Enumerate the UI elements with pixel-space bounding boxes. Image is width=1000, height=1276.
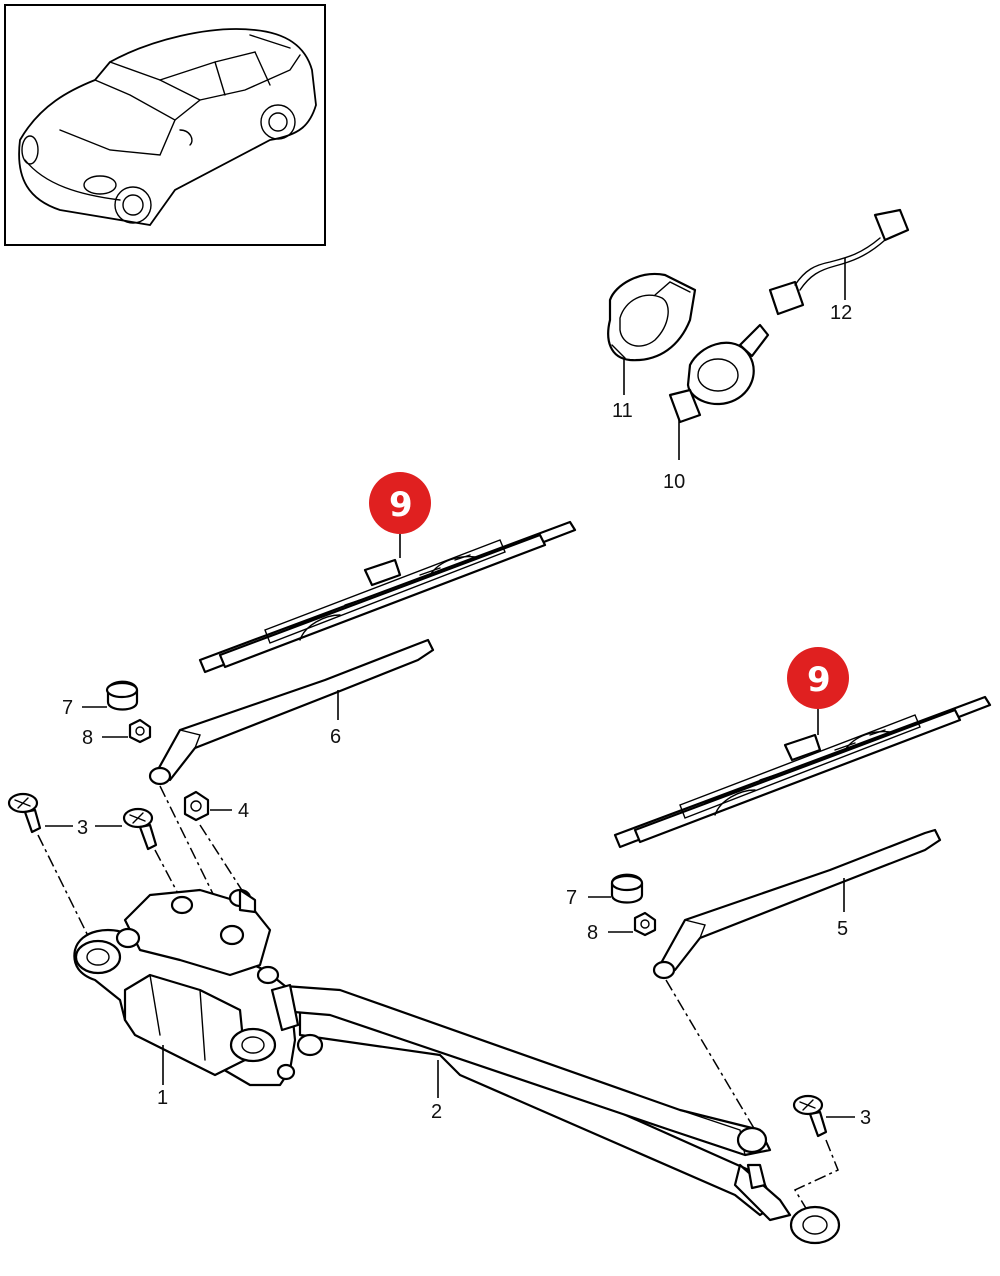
- label-8-right: 8: [587, 922, 598, 944]
- label-10: 10: [663, 471, 685, 493]
- highlight-badge: [369, 472, 431, 534]
- label-4: 4: [238, 800, 249, 822]
- label-3-left: 3: [77, 817, 88, 839]
- part-3-bolt-middle[interactable]: [122, 807, 158, 851]
- label-3-right: 3: [860, 1107, 871, 1129]
- label-12: 12: [830, 302, 852, 324]
- part-6-wiper-arm-left[interactable]: [148, 638, 435, 786]
- label-11: 11: [612, 400, 633, 422]
- part-9-wiper-blade-left[interactable]: [198, 520, 577, 674]
- part-10-sensor[interactable]: [668, 323, 770, 424]
- part-5-wiper-arm-right[interactable]: [652, 828, 942, 980]
- part-2-linkage[interactable]: [268, 983, 841, 1245]
- part-7-cap-right[interactable]: [610, 873, 644, 904]
- car-thumbnail-icon: [18, 28, 317, 226]
- label-2: 2: [431, 1101, 442, 1123]
- car-thumbnail[interactable]: [4, 4, 326, 246]
- label-9-upper: 9: [389, 485, 413, 525]
- label-8-left: 8: [82, 727, 93, 749]
- label-6: 6: [330, 726, 341, 748]
- part-8-nut-left[interactable]: [128, 718, 152, 744]
- label-9-lower: 9: [807, 660, 831, 700]
- part-3-bolt-right[interactable]: [792, 1094, 828, 1138]
- part-4-nut[interactable]: [183, 790, 210, 822]
- label-7-left: 7: [62, 697, 73, 719]
- part-9-wiper-blade-right[interactable]: [613, 695, 992, 849]
- part-12-cable[interactable]: [768, 208, 910, 316]
- label-5: 5: [837, 918, 848, 940]
- label-1: 1: [157, 1087, 168, 1109]
- part-7-cap-left[interactable]: [105, 680, 139, 711]
- highlight-badge: [787, 647, 849, 709]
- badge-9-upper: 9: [369, 472, 431, 534]
- part-3-bolt-left[interactable]: [7, 792, 42, 834]
- part-11-clip[interactable]: [607, 272, 697, 362]
- part-1-wiper-motor[interactable]: [73, 888, 300, 1087]
- part-8-nut-right[interactable]: [633, 911, 657, 937]
- badge-9-lower: 9: [787, 647, 849, 709]
- label-7-right: 7: [566, 887, 577, 909]
